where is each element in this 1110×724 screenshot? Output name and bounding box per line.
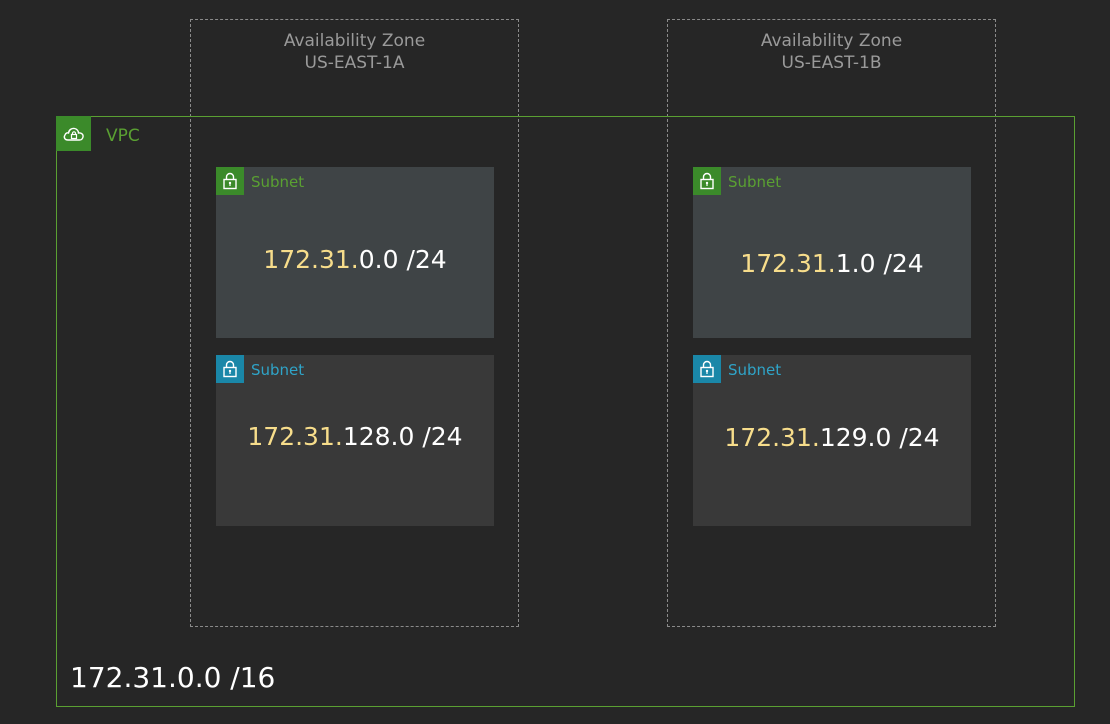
- availability-zone-b: Availability Zone US-EAST-1B: [667, 19, 996, 627]
- subnet-label: Subnet: [728, 361, 782, 379]
- subnet-cidr: 172.31.128.0 /24: [216, 422, 494, 451]
- vpc-cloud-lock-icon: [56, 116, 91, 151]
- vpc-label: VPC: [106, 126, 140, 146]
- az-a-title-label: Availability Zone: [283, 31, 426, 51]
- lock-icon: [693, 355, 721, 383]
- subnet-label: Subnet: [728, 173, 782, 191]
- vpc-container: VPC 172.31.0.0 /16: [56, 116, 1075, 707]
- availability-zone-a: Availability Zone US-EAST-1A: [190, 19, 519, 627]
- subnet-cidr: 172.31.0.0 /24: [216, 245, 494, 274]
- cidr-prefix: 172.31.: [247, 422, 343, 451]
- az-b-title-label: Availability Zone: [760, 31, 903, 51]
- subnet-label: Subnet: [251, 361, 305, 379]
- vpc-cidr: 172.31.0.0 /16: [70, 661, 276, 694]
- cidr-suffix: 1.0 /24: [835, 249, 924, 278]
- cidr-prefix: 172.31.: [724, 423, 820, 452]
- az-b-title: Availability Zone US-EAST-1B: [668, 30, 995, 74]
- az-b-name: US-EAST-1B: [781, 53, 882, 73]
- subnet-public-b: Subnet 172.31.1.0 /24: [693, 167, 971, 338]
- subnet-cidr: 172.31.1.0 /24: [693, 249, 971, 278]
- lock-icon: [216, 355, 244, 383]
- subnet-public-a: Subnet 172.31.0.0 /24: [216, 167, 494, 338]
- subnet-cidr: 172.31.129.0 /24: [693, 423, 971, 452]
- cidr-prefix: 172.31.: [263, 245, 359, 274]
- subnet-label: Subnet: [251, 173, 305, 191]
- cidr-prefix: 172.31.: [740, 249, 836, 278]
- az-a-title: Availability Zone US-EAST-1A: [191, 30, 518, 74]
- cidr-suffix: 128.0 /24: [342, 422, 463, 451]
- cidr-suffix: 0.0 /24: [358, 245, 447, 274]
- lock-icon: [216, 167, 244, 195]
- subnet-private-b: Subnet 172.31.129.0 /24: [693, 355, 971, 526]
- az-a-name: US-EAST-1A: [304, 53, 405, 73]
- cidr-suffix: 129.0 /24: [819, 423, 940, 452]
- lock-icon: [693, 167, 721, 195]
- subnet-private-a: Subnet 172.31.128.0 /24: [216, 355, 494, 526]
